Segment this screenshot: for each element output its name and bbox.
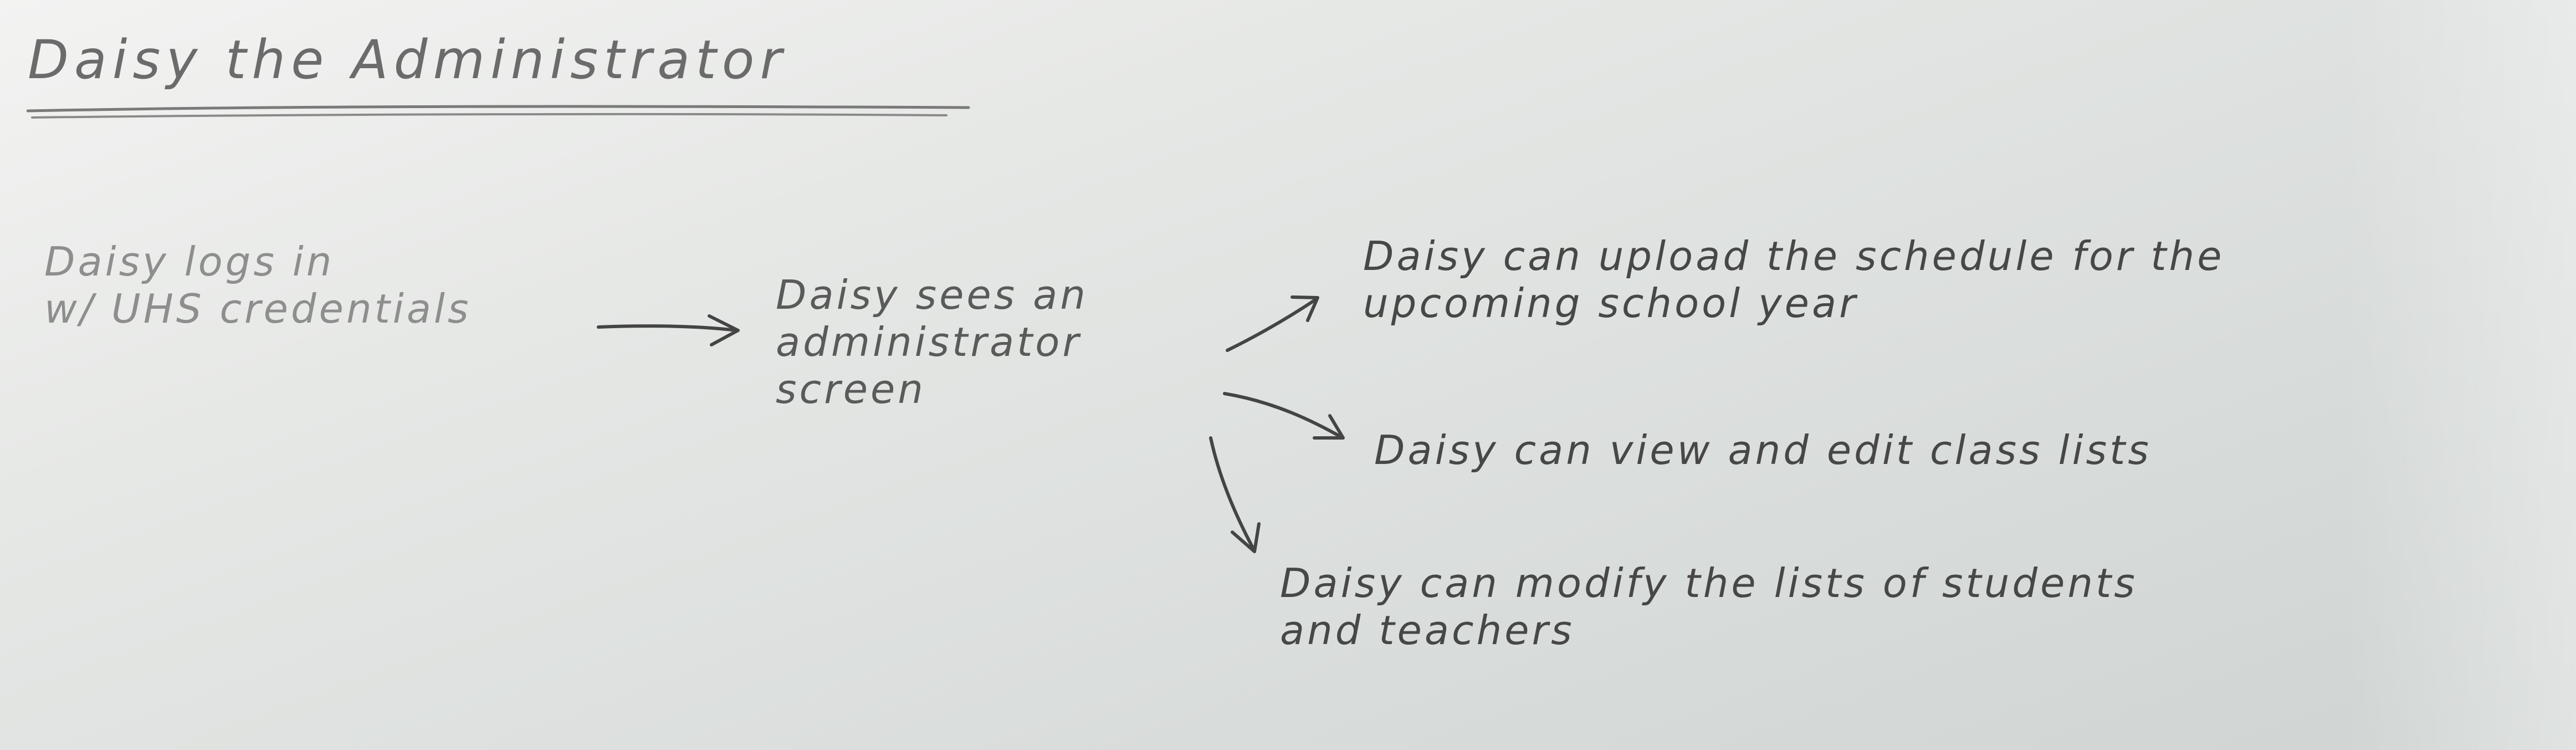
node-modify-line-2: and teachers — [1280, 606, 1575, 654]
arrow-admin-to-view — [1223, 392, 1345, 440]
node-view-edit: Daisy can view and edit class lists — [1374, 427, 2152, 474]
diagram-title: Daisy the Administrator — [28, 29, 787, 91]
node-admin-line-2: administrator — [776, 318, 1082, 365]
node-admin-screen: Daisy sees an administrator screen — [776, 272, 1088, 413]
node-modify-lists: Daisy can modify the lists of students a… — [1280, 560, 2138, 654]
node-admin-line-3: screen — [776, 365, 926, 412]
node-upload-line-1: Daisy can upload the schedule for the — [1363, 233, 2225, 279]
arrow-admin-to-modify — [1209, 436, 1261, 553]
node-login: Daisy logs in w/ UHS credentials — [44, 238, 471, 333]
arrow-admin-to-upload — [1226, 295, 1319, 352]
arrow-login-to-admin — [597, 314, 740, 346]
node-upload-line-2: upcoming school year — [1363, 279, 1858, 326]
node-admin-line-1: Daisy sees an — [776, 272, 1088, 318]
title-underline — [27, 105, 970, 119]
node-view-line-1: Daisy can view and edit class lists — [1374, 427, 2152, 473]
node-login-line-1: Daisy logs in — [44, 238, 335, 285]
node-login-line-2: w/ UHS credentials — [44, 285, 472, 332]
node-upload-schedule: Daisy can upload the schedule for the up… — [1363, 233, 2225, 327]
paper-edge-highlight — [2343, 0, 2576, 750]
node-modify-line-1: Daisy can modify the lists of students — [1280, 560, 2138, 606]
